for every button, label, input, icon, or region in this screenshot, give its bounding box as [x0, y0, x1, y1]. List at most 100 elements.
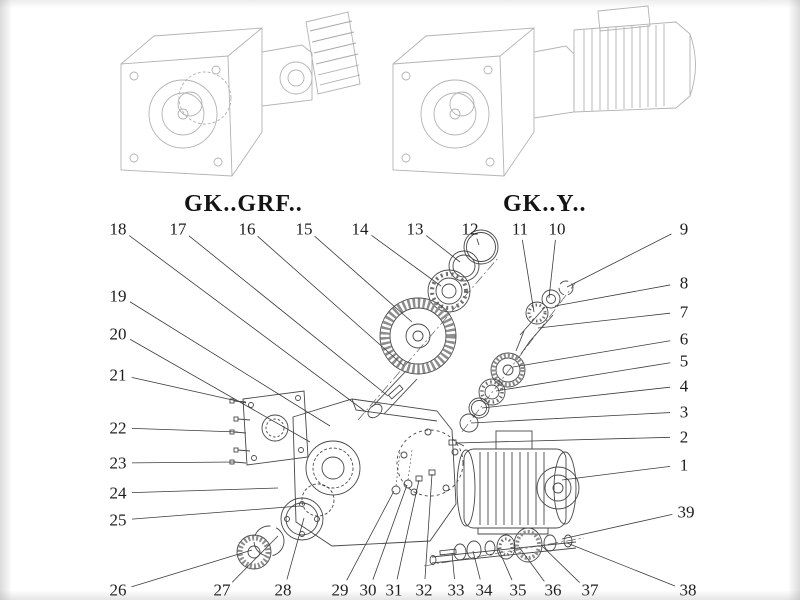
callout-3: 3: [679, 402, 689, 422]
leader-line-24: [131, 487, 279, 494]
leader-line-11: [521, 239, 535, 313]
leader-line-36: [518, 546, 545, 582]
leader-line-27: [231, 535, 279, 583]
callout-22: 22: [109, 418, 127, 438]
leader-line-15: [314, 235, 413, 323]
callout-4: 4: [679, 376, 689, 396]
callout-5: 5: [679, 351, 689, 371]
leader-line-4: [481, 386, 671, 409]
callout-21: 21: [109, 365, 127, 385]
leader-line-35: [497, 547, 513, 581]
callout-31: 31: [385, 580, 403, 600]
assembled-view-gk-y: [392, 5, 696, 177]
leader-line-9: [566, 233, 672, 288]
leader-line-20: [130, 339, 311, 443]
leader-lines: [129, 233, 676, 588]
leader-line-25: [131, 505, 301, 520]
input-pinion-assembly: [515, 280, 574, 355]
cover-plate: [242, 390, 309, 466]
callout-32: 32: [415, 580, 433, 600]
leader-line-29: [346, 490, 395, 581]
gasket-ring: [301, 483, 335, 517]
callout-18: 18: [109, 219, 127, 239]
leader-line-39: [561, 513, 673, 540]
leader-line-23: [131, 461, 237, 464]
callout-25: 25: [109, 510, 127, 530]
round-cover: [280, 497, 324, 541]
leader-line-13: [426, 235, 461, 263]
leader-line-14: [371, 235, 442, 287]
callout-26: 26: [109, 580, 127, 600]
rings-intermediate: [459, 397, 490, 433]
output-shaft-assembly: [429, 527, 577, 565]
callout-7: 7: [679, 302, 689, 322]
leader-line-17: [188, 235, 389, 397]
leader-line-2: [455, 436, 671, 444]
callout-2: 2: [679, 427, 689, 447]
callout-36: 36: [544, 580, 562, 600]
callout-14: 14: [351, 219, 369, 239]
callout-34: 34: [475, 580, 493, 600]
callout-13: 13: [406, 219, 424, 239]
leader-line-30: [372, 484, 408, 580]
flange-small-parts: [391, 449, 436, 495]
leader-line-12: [476, 238, 480, 246]
callout-12: 12: [461, 219, 479, 239]
callout-17: 17: [169, 219, 187, 239]
callout-19: 19: [109, 286, 127, 306]
snap-ring: [253, 525, 285, 557]
gear-housing: [292, 398, 464, 547]
leader-line-34: [472, 550, 481, 580]
leader-line-21: [131, 376, 247, 404]
leader-line-37: [540, 544, 580, 583]
intermediate-gear: [490, 352, 526, 388]
callout-30: 30: [359, 580, 377, 600]
leader-line-5: [495, 362, 671, 392]
assembled-view-gk-grf: [120, 11, 361, 177]
main-shaft: [367, 370, 418, 419]
model-label-gk-y: GK..Y..: [503, 191, 587, 217]
leader-line-38: [566, 542, 676, 587]
callout-11: 11: [511, 219, 529, 239]
lower-gear: [236, 534, 272, 570]
callout-1: 1: [679, 455, 689, 475]
callout-28: 28: [274, 580, 292, 600]
leader-line-18: [129, 235, 367, 413]
callout-33: 33: [447, 580, 465, 600]
callout-6: 6: [679, 329, 689, 349]
callout-35: 35: [509, 580, 527, 600]
leader-line-16: [257, 235, 405, 367]
leader-line-6: [512, 340, 671, 368]
leader-line-3: [470, 412, 671, 424]
callout-29: 29: [331, 580, 349, 600]
bearing-upper: [427, 269, 471, 313]
callout-37: 37: [581, 580, 599, 600]
callout-38: 38: [679, 580, 697, 600]
retaining-rings-top: [448, 229, 499, 282]
leader-line-1: [561, 465, 671, 481]
callout-23: 23: [109, 453, 127, 473]
leader-line-19: [129, 301, 331, 427]
callout-27: 27: [213, 580, 231, 600]
leader-line-10: [548, 239, 556, 299]
leader-line-31: [396, 479, 420, 580]
leader-line-33: [451, 552, 455, 580]
callout-24: 24: [109, 483, 127, 503]
leader-line-8: [554, 284, 671, 307]
leader-line-26: [131, 549, 253, 588]
main-gear: [379, 297, 457, 375]
callout-16: 16: [238, 219, 256, 239]
callout-39: 39: [677, 502, 695, 522]
callout-9: 9: [679, 219, 689, 239]
callout-8: 8: [679, 273, 689, 293]
leader-line-7: [537, 312, 671, 329]
model-label-gk-grf: GK..GRF..: [184, 191, 303, 217]
leader-line-28: [286, 517, 305, 580]
leader-line-22: [131, 427, 239, 433]
exploded-parts: [229, 229, 585, 570]
leader-line-32: [424, 473, 433, 580]
callout-10: 10: [548, 219, 566, 239]
callout-15: 15: [295, 219, 313, 239]
